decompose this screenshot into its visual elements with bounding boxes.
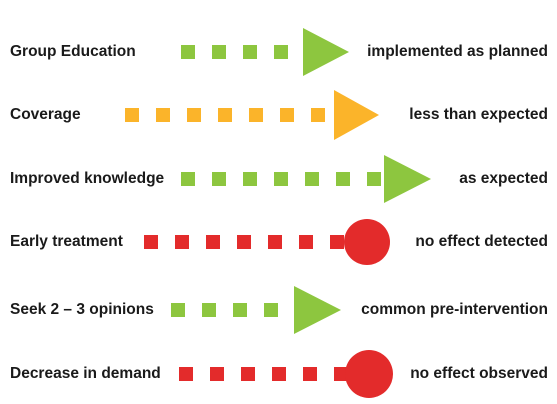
arrowhead-icon xyxy=(303,28,349,76)
row-decrease-demand: Decrease in demand no effect observed xyxy=(0,344,557,404)
dashed-segment xyxy=(303,367,317,381)
dashed-segment xyxy=(264,303,278,317)
dashed-segment xyxy=(212,45,226,59)
row-early-treatment: Early treatment no effect detected xyxy=(0,212,557,272)
stop-circle-icon xyxy=(345,350,393,398)
dashed-segment xyxy=(330,235,344,249)
dashed-segment xyxy=(181,172,195,186)
dashed-segment xyxy=(243,45,257,59)
stop-circle-icon xyxy=(344,219,390,265)
row-label: Early treatment xyxy=(10,233,123,250)
row-outcome: less than expected xyxy=(409,106,548,123)
dashed-segment xyxy=(179,367,193,381)
dashed-segment xyxy=(241,367,255,381)
dashed-segment xyxy=(218,108,232,122)
arrowhead-icon xyxy=(384,155,431,203)
dashed-segment xyxy=(210,367,224,381)
row-label: Group Education xyxy=(10,43,136,60)
arrowhead-icon xyxy=(334,90,379,140)
row-label: Decrease in demand xyxy=(10,365,161,382)
dashed-segment xyxy=(171,303,185,317)
row-label: Improved knowledge xyxy=(10,170,165,187)
dashed-segment xyxy=(181,45,195,59)
dashed-segment xyxy=(268,235,282,249)
dashed-segment xyxy=(125,108,139,122)
row-group-education: Group Education implemented as planned xyxy=(0,22,557,82)
row-outcome: as expected xyxy=(459,170,548,187)
dashed-segment xyxy=(187,108,201,122)
dashed-segment xyxy=(175,235,189,249)
dashed-segment xyxy=(305,172,319,186)
row-label: Seek 2 – 3 opinions xyxy=(10,301,154,318)
dashed-segment xyxy=(274,172,288,186)
dashed-segment xyxy=(243,172,257,186)
row-outcome: common pre-intervention xyxy=(361,301,548,318)
dashed-segment xyxy=(237,235,251,249)
dashed-segment xyxy=(336,172,350,186)
dashed-segment xyxy=(144,235,158,249)
dashed-segment xyxy=(212,172,226,186)
row-outcome: implemented as planned xyxy=(367,43,548,60)
row-outcome: no effect detected xyxy=(415,233,548,250)
dashed-segment xyxy=(334,367,348,381)
dashed-segment xyxy=(311,108,325,122)
row-seek-opinions: Seek 2 – 3 opinions common pre-intervent… xyxy=(0,280,557,340)
row-improved-knowledge: Improved knowledge as expected xyxy=(0,149,557,209)
row-label: Coverage xyxy=(10,106,81,123)
dashed-segment xyxy=(280,108,294,122)
dashed-segment xyxy=(156,108,170,122)
dashed-segment xyxy=(202,303,216,317)
dashed-segment xyxy=(367,172,381,186)
arrowhead-icon xyxy=(294,286,341,334)
dashed-segment xyxy=(274,45,288,59)
dashed-segment xyxy=(299,235,313,249)
dashed-segment xyxy=(272,367,286,381)
dashed-segment xyxy=(206,235,220,249)
dashed-segment xyxy=(249,108,263,122)
dashed-segment xyxy=(233,303,247,317)
row-coverage: Coverage less than expected xyxy=(0,85,557,145)
row-outcome: no effect observed xyxy=(410,365,548,382)
